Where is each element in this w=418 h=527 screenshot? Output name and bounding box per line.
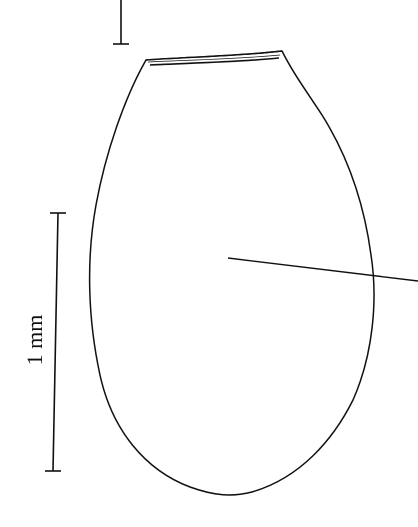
leader-line xyxy=(227,257,418,282)
rim-mid-line xyxy=(147,54,281,63)
rim-outer-line xyxy=(145,50,283,61)
rim-inner-line xyxy=(149,57,280,66)
scale-bar-line xyxy=(52,212,59,472)
top-scale-bar xyxy=(113,0,129,45)
specimen-outline xyxy=(88,50,375,496)
scale-bar-label: 1 mm xyxy=(22,315,47,366)
scale-bar xyxy=(45,212,66,472)
specimen-rim xyxy=(145,50,283,66)
